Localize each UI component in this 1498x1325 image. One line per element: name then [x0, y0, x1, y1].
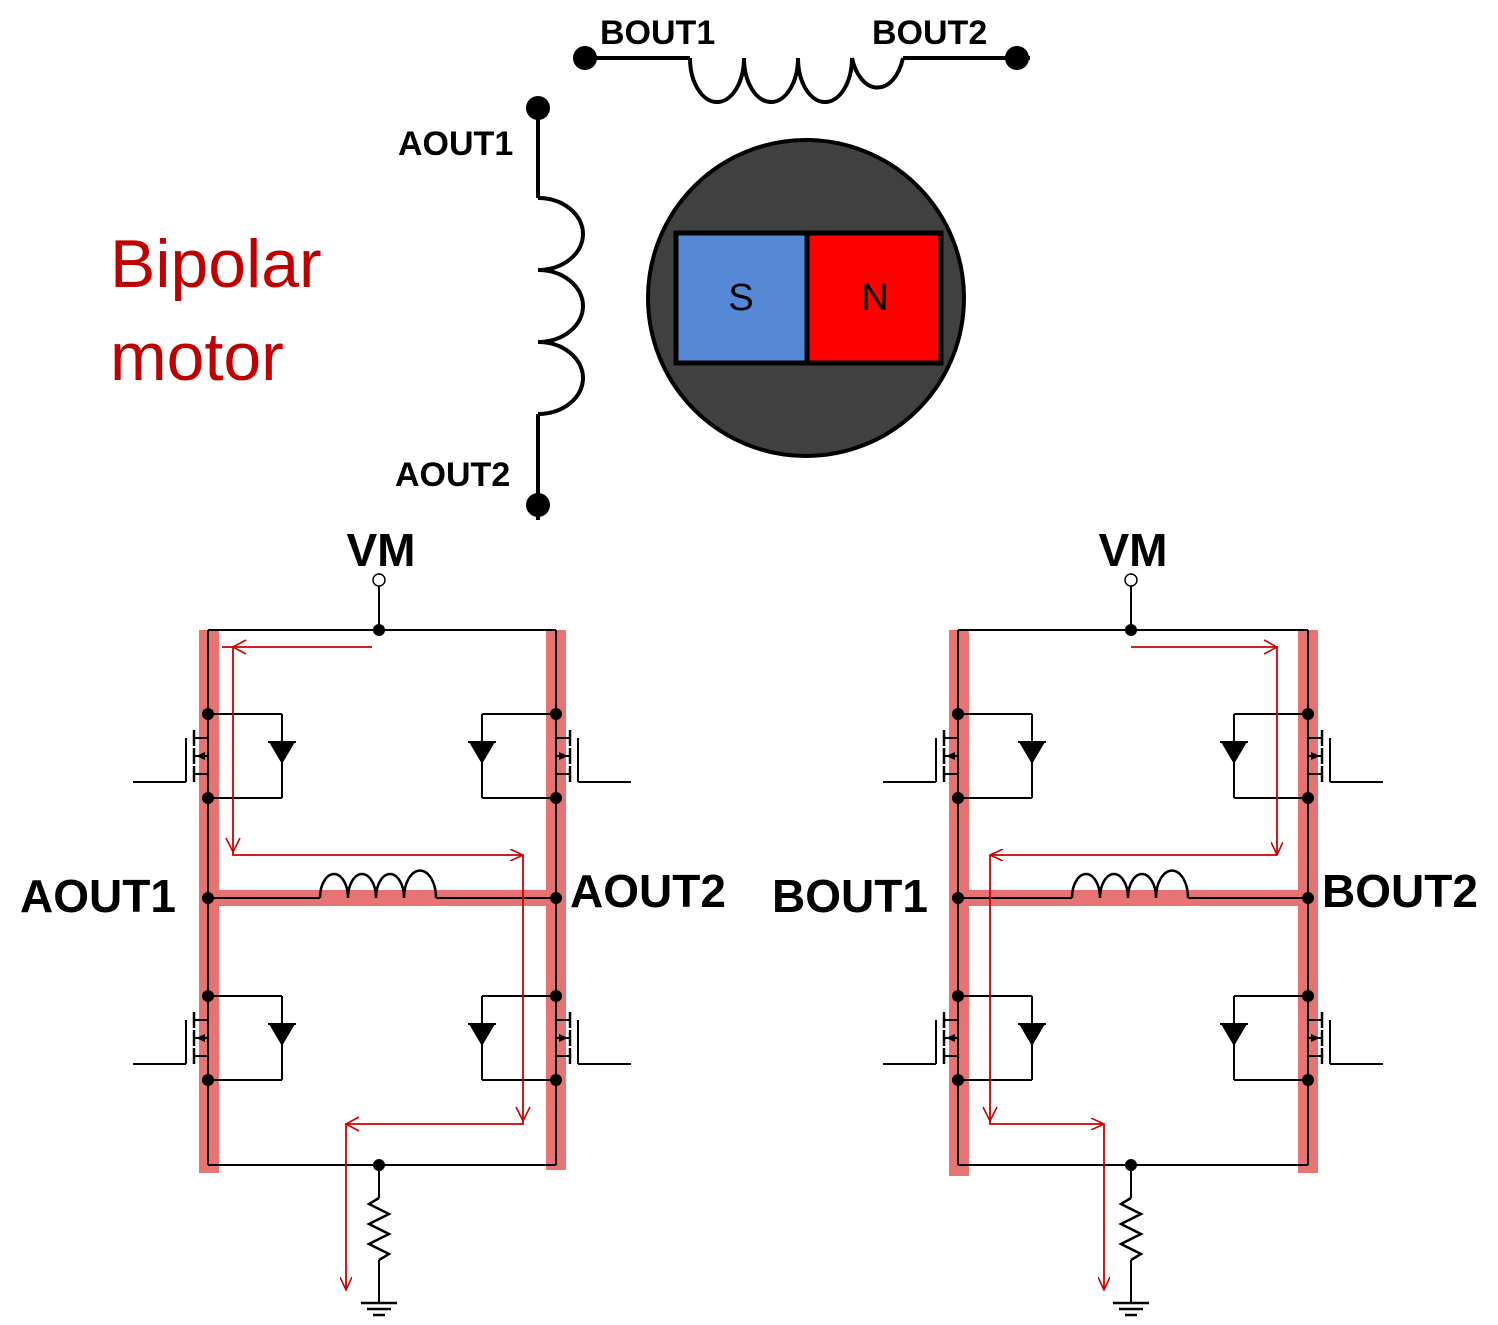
bridge-b-sense-resistor	[1118, 1196, 1144, 1262]
bridge-a-ground-icon	[361, 1301, 397, 1317]
magnet-north-label: N	[861, 277, 888, 319]
h-bridge-a: VM AOUT1 AOUT2	[20, 524, 726, 1317]
bridge-a-out-left: AOUT1	[20, 870, 176, 922]
aout2-terminal	[526, 493, 550, 517]
vm-terminal-a	[372, 573, 386, 587]
coil-b: BOUT1 BOUT2	[573, 14, 1030, 104]
bridge-b-current-path-3	[989, 855, 1104, 1124]
bridge-a-out-right: AOUT2	[570, 865, 726, 917]
bridge-a-sense-resistor	[366, 1196, 392, 1262]
magnet-north-pole	[804, 230, 944, 366]
bridge-a-supply-label: VM	[347, 524, 416, 576]
vm-terminal-b	[1124, 573, 1138, 587]
bridge-a-highlight	[199, 630, 566, 1173]
coil-b-label-left: BOUT1	[600, 14, 715, 52]
coil-a-label-top: AOUT1	[398, 125, 513, 163]
coil-b-label-right: BOUT2	[872, 14, 987, 52]
title-line-1: Bipolar	[110, 226, 322, 302]
bridge-b-out-right: BOUT2	[1322, 865, 1478, 917]
magnet-south-label: S	[728, 277, 753, 319]
bridge-b-current-path-1	[1131, 646, 1277, 855]
bridge-b-supply-label: VM	[1099, 524, 1168, 576]
h-bridge-b: VM BOUT1 BOUT2	[772, 524, 1478, 1317]
bridge-b-ground-icon	[1113, 1301, 1149, 1317]
bridge-a-current-path-2	[346, 855, 524, 1290]
aout1-terminal	[526, 96, 550, 120]
bout2-terminal	[1005, 46, 1029, 70]
bridge-b-out-left: BOUT1	[772, 870, 928, 922]
bridge-b-highlight	[949, 630, 1318, 1176]
rotor: S N	[646, 138, 966, 458]
coil-a: AOUT1 AOUT2	[395, 96, 585, 520]
title-line-2: motor	[110, 319, 284, 395]
bout1-terminal	[573, 46, 597, 70]
bridge-a-current-path-1	[232, 646, 523, 855]
coil-a-label-bottom: AOUT2	[395, 456, 510, 494]
magnet-south-pole	[673, 230, 810, 366]
